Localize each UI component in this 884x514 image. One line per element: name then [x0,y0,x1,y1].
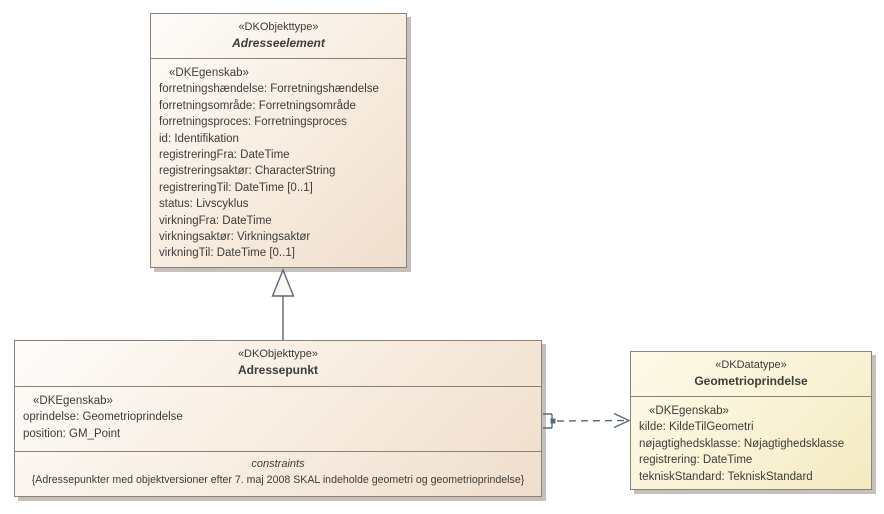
class-geometrioprindelse-header: «DKDatatype» Geometrioprindelse [631,352,871,396]
attribute-line: registreringsaktør: CharacterString [159,165,336,178]
attribute-line: nøjagtighedsklasse: Nøjagtighedsklasse [639,437,845,450]
attribute-line: id: Identifikation [159,132,239,145]
attribute-stereotype: «DKEgenskab» [169,67,249,79]
attribute-stereotype: «DKEgenskab» [33,395,113,407]
attribute-line: oprindelse: Geometrioprindelse [23,411,183,424]
attribute-line: registreringFra: DateTime [159,149,290,162]
class-stereotype: «DKDatatype» [715,359,787,371]
dependency-connector[interactable] [543,412,631,429]
attribute-line: forretningshændelse: Forretningshændelse [159,83,379,96]
attribute-line: forretningsområde: Forretningsområde [159,99,356,112]
constraint-text: {Adressepunkter med objektversioner efte… [31,474,525,486]
attribute-line: position: GM_Point [23,427,121,440]
attribute-line: virkningsaktør: Virkningsaktør [159,231,311,244]
class-adresseelement-attributes: «DKEgenskab» forretningshændelse: Forret… [151,58,406,267]
class-name: Adressepunkt [237,363,319,377]
class-adressepunkt-attributes: «DKEgenskab» oprindelse: Geometrioprinde… [15,386,541,451]
class-adressepunkt-header: «DKObjekttype» Adressepunkt [15,341,541,386]
dependency-arrowhead-icon [613,412,631,429]
class-name: Adresseelement [232,36,325,50]
attribute-line: virkningTil: DateTime [0..1] [159,247,295,260]
attribute-line: registreringTil: DateTime [0..1] [159,181,313,194]
attribute-stereotype: «DKEgenskab» [649,405,729,417]
class-stereotype: «DKObjekttype» [238,21,319,33]
class-adressepunkt[interactable]: «DKObjekttype» Adressepunkt «DKEgenskab»… [14,340,542,497]
class-adresseelement-header: «DKObjekttype» Adresseelement [151,14,406,58]
attribute-line: tekniskStandard: TekniskStandard [639,470,813,483]
attribute-line: status: Livscyklus [159,198,249,211]
constraints-title: constraints [251,458,305,470]
class-geometrioprindelse[interactable]: «DKDatatype» Geometrioprindelse «DKEgens… [630,351,872,490]
class-geometrioprindelse-attributes: «DKEgenskab» kilde: KildeTilGeometri nøj… [631,396,871,490]
attribute-line: forretningsproces: Forretningsproces [159,116,347,129]
dependency-source-anchor-icon [550,418,556,424]
attribute-line: kilde: KildeTilGeometri [639,421,754,434]
dependency-source-bracket-icon [543,413,553,429]
generalization-connector[interactable] [271,268,295,340]
attribute-line: registrering: DateTime [639,454,753,467]
class-stereotype: «DKObjekttype» [237,348,319,360]
class-name: Geometrioprindelse [694,374,808,388]
class-adressepunkt-constraints: constraints {Adressepunkter med objektve… [15,451,541,496]
class-adresseelement[interactable]: «DKObjekttype» Adresseelement «DKEgenska… [150,13,407,268]
attribute-line: virkningFra: DateTime [159,214,272,227]
generalization-arrowhead-icon [271,268,295,297]
